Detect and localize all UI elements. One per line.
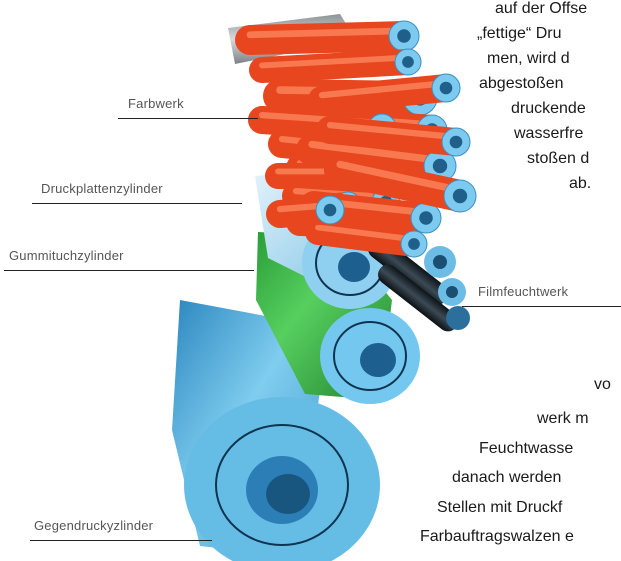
label-gummituchzylinder: Gummituchzylinder xyxy=(9,248,124,263)
top-paragraph-line: abgestoßen xyxy=(479,71,564,96)
ink-roller-hub xyxy=(397,29,411,43)
ink-roller-hub xyxy=(402,56,414,68)
impression-cylinder-hub-dark xyxy=(266,474,310,514)
bottom-paragraph-line: Stellen mit Druckf xyxy=(437,495,562,520)
bottom-paragraph-line: danach werden xyxy=(452,465,561,490)
leader-gegendruckzylinder xyxy=(30,540,212,541)
top-paragraph-line: wasserfre xyxy=(514,121,583,146)
dampening-roller-cap-1-hub xyxy=(433,255,447,269)
leader-filmfeuchtwerk xyxy=(462,306,621,307)
top-paragraph-line: druckende xyxy=(511,96,586,121)
bottom-paragraph-line: Farbauftragswalzen e xyxy=(420,524,574,549)
dampening-roller-cap-2-hub xyxy=(446,286,458,298)
dampening-roller-cap-3 xyxy=(446,306,470,330)
plate-cylinder-hub xyxy=(338,252,370,282)
ink-roller-hub xyxy=(324,204,337,217)
leader-gummituchzylinder xyxy=(4,270,254,271)
top-paragraph-line: ab. xyxy=(569,171,591,196)
ink-roller-hub xyxy=(408,238,420,250)
leader-druckplattenzylinder xyxy=(32,203,242,204)
top-paragraph-line: auf der Offse xyxy=(495,0,587,21)
bottom-paragraph-line: vo xyxy=(594,372,611,397)
ink-roller-hub xyxy=(419,211,433,225)
top-paragraph-line: „fettige“ Dru xyxy=(477,21,561,46)
ink-roller-highlight xyxy=(250,31,404,35)
leader-farbwerk xyxy=(118,118,258,119)
blanket-cylinder-hub xyxy=(360,343,396,377)
top-paragraph-line: men, wird d xyxy=(487,46,570,71)
bottom-paragraph-line: Feuchtwasse xyxy=(479,436,573,461)
ink-roller-hub xyxy=(433,159,447,173)
ink-rollers xyxy=(250,21,476,257)
bottom-paragraph-line: werk m xyxy=(537,406,589,431)
label-filmfeuchtwerk: Filmfeuchtwerk xyxy=(478,284,568,299)
ink-roller-hub xyxy=(453,189,467,203)
ink-roller-hub xyxy=(450,136,463,149)
rollers-layer xyxy=(172,14,476,561)
label-druckplattenzylinder: Druckplattenzylinder xyxy=(41,181,163,196)
ink-roller-hub xyxy=(440,82,453,95)
label-farbwerk: Farbwerk xyxy=(128,96,184,111)
top-paragraph-line: stoßen d xyxy=(527,146,589,171)
label-gegendruckzylinder: Gegendruckyzlinder xyxy=(34,518,153,533)
